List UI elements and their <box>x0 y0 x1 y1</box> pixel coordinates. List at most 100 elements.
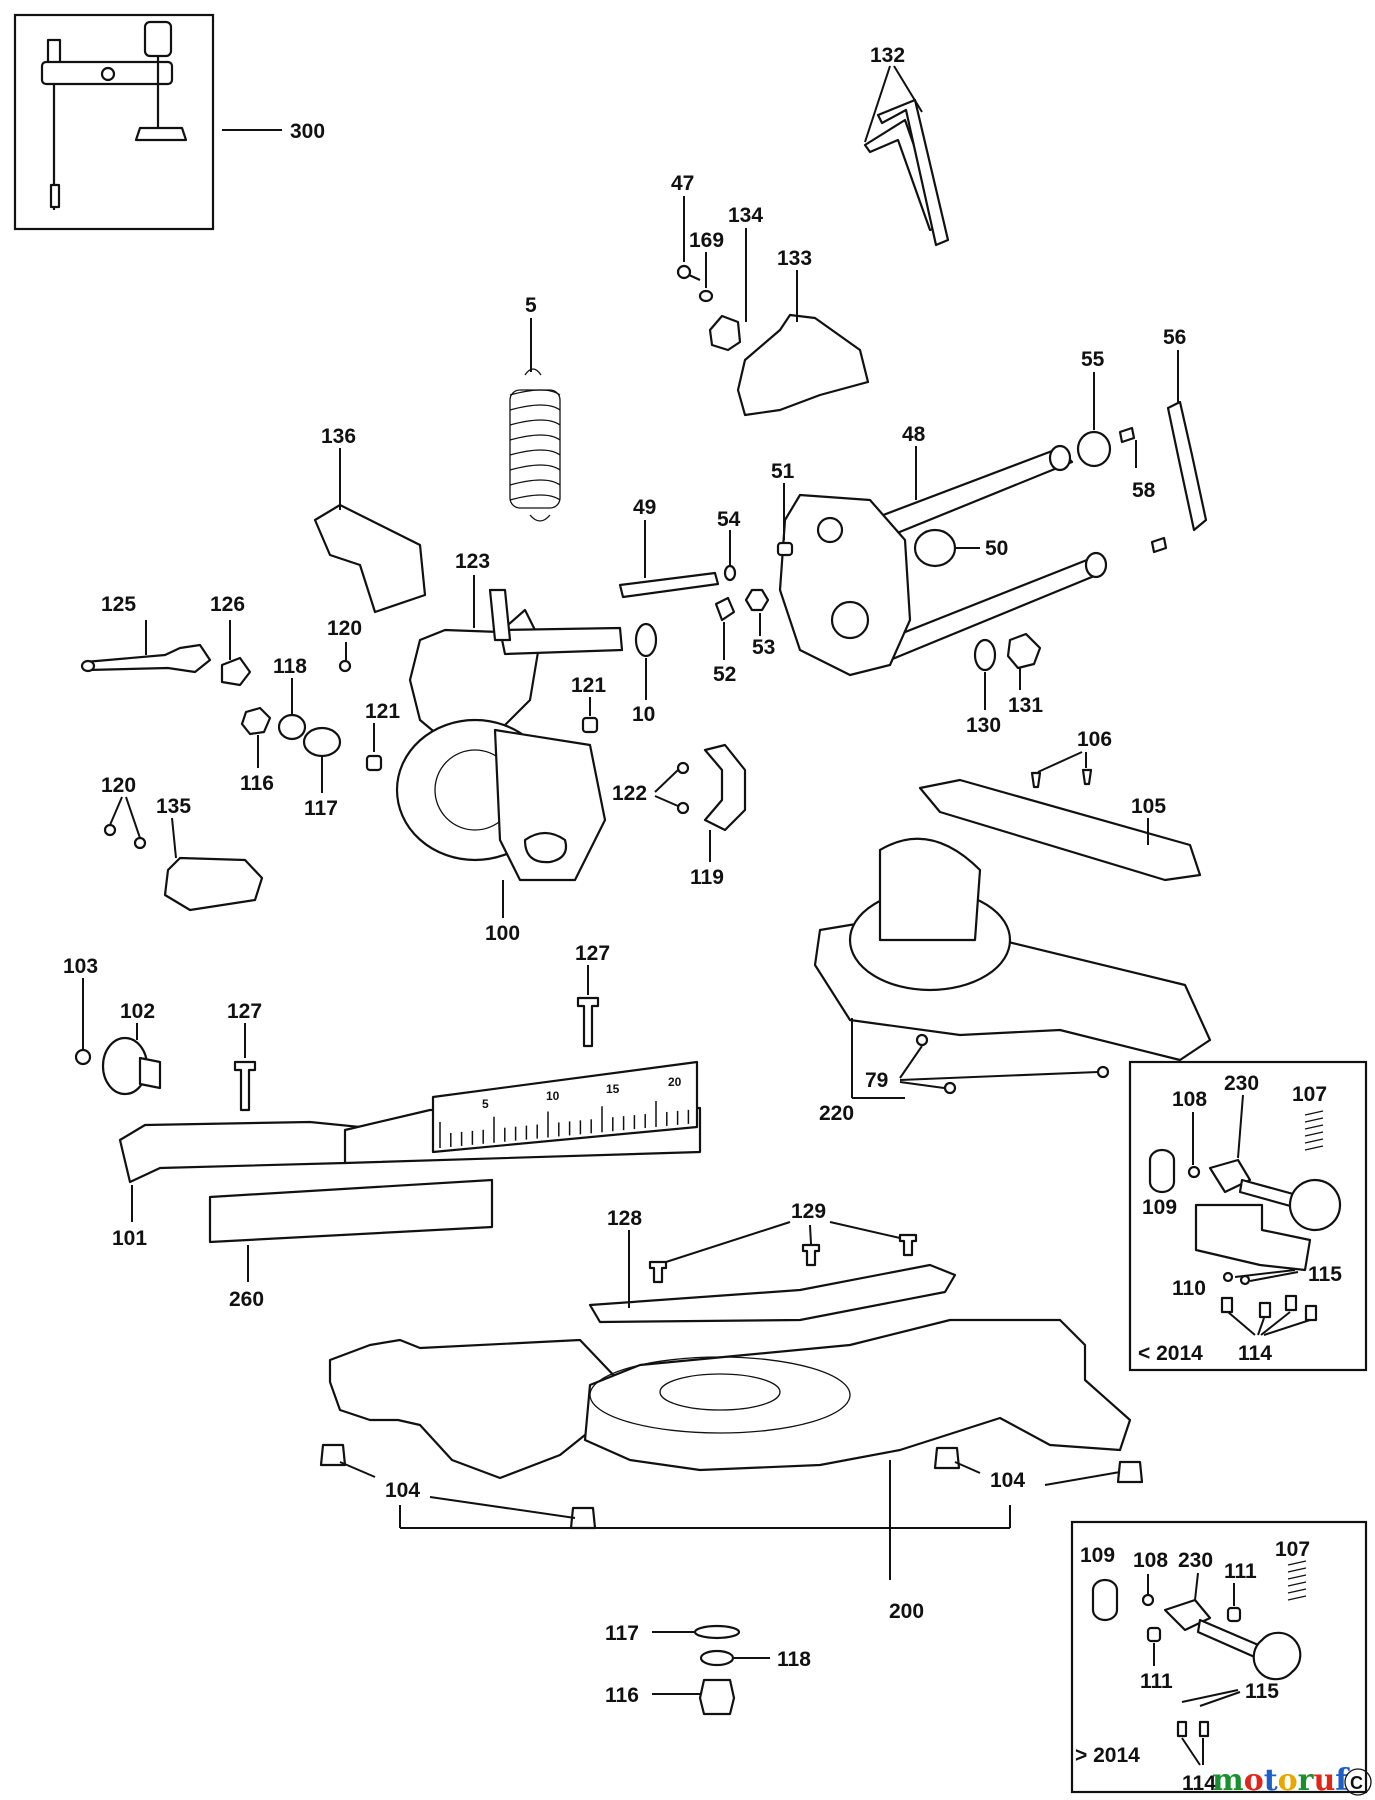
knob-50 <box>913 528 957 568</box>
foot-104d <box>1116 1460 1144 1484</box>
strip-56 <box>1166 400 1208 532</box>
leader-j115b <box>1199 1691 1241 1707</box>
label-125: 125 <box>101 593 136 616</box>
nut-53 <box>744 588 770 612</box>
watermark-letter: t <box>1264 1763 1278 1798</box>
cover-119 <box>703 743 747 832</box>
watermark-letter: f <box>1335 1763 1350 1798</box>
screw-106b <box>1081 768 1093 786</box>
label-102: 102 <box>120 1000 155 1023</box>
label-79: 79 <box>865 1069 888 1092</box>
pin-51 <box>776 541 794 557</box>
rail-assembly-48 <box>778 444 1108 677</box>
screw-106a <box>1030 771 1042 789</box>
label-54: 54 <box>717 508 741 531</box>
label-104b: 104 <box>990 1469 1025 1492</box>
leader-j115a <box>1181 1689 1239 1703</box>
label-50: 50 <box>985 537 1008 560</box>
pin-121b <box>581 716 599 734</box>
leader-104c <box>954 1461 981 1474</box>
label-129: 129 <box>791 1200 826 1223</box>
label-101: 101 <box>112 1227 147 1250</box>
screw-79b <box>1096 1065 1110 1079</box>
fence-101: 5 10 15 20 <box>118 1060 702 1184</box>
leader-129b <box>809 1224 812 1245</box>
copyright-letter: C <box>1350 1773 1363 1793</box>
washer-169 <box>698 289 714 303</box>
ruler-tick-20: 20 <box>668 1075 682 1089</box>
label-117b: 117 <box>605 1622 639 1645</box>
leader-132b <box>893 65 923 113</box>
label-104a: 104 <box>385 1479 420 1502</box>
washer-117b <box>693 1624 741 1640</box>
foot-104b <box>569 1506 597 1530</box>
ruler-tick-10: 10 <box>546 1089 560 1103</box>
screw-127a <box>233 1060 257 1112</box>
leader-i114c <box>1260 1311 1291 1336</box>
pin-52 <box>714 596 736 622</box>
label-i115: 115 <box>1308 1263 1342 1286</box>
nut-116b <box>698 1678 736 1716</box>
spring-5 <box>509 368 561 522</box>
label-52: 52 <box>713 663 736 686</box>
inset-after-2014 <box>1070 1520 1368 1794</box>
screw-79a <box>915 1033 929 1047</box>
screw-122b <box>676 801 690 815</box>
inset-before-2014-label: < 2014 <box>1138 1342 1203 1365</box>
label-j111a: 111 <box>1224 1560 1257 1583</box>
leader-129a <box>665 1221 791 1263</box>
leader-i115b <box>1249 1271 1299 1282</box>
label-116b: 116 <box>605 1684 639 1707</box>
label-123: 123 <box>455 550 490 573</box>
label-200: 200 <box>889 1600 924 1623</box>
foot-104c <box>933 1446 961 1470</box>
leader-122b <box>654 795 679 807</box>
label-j114: 114 <box>1182 1772 1216 1795</box>
screw-120a <box>338 659 352 673</box>
leader-j114a <box>1181 1737 1201 1766</box>
screw-47 <box>676 264 701 282</box>
watermark-text: motoruf <box>1212 1763 1350 1798</box>
label-j111b: 111 <box>1140 1670 1173 1693</box>
miter-plate-128 <box>588 1263 957 1324</box>
watermark-letter: u <box>1313 1763 1335 1798</box>
ring-55 <box>1076 430 1112 468</box>
label-10: 10 <box>632 703 655 726</box>
motor-arm-123 <box>408 588 624 747</box>
label-i114: 114 <box>1238 1342 1272 1365</box>
washer-54 <box>723 564 737 582</box>
leader-132a <box>864 65 891 143</box>
label-56: 56 <box>1163 326 1186 349</box>
bracket-135 <box>163 856 264 912</box>
label-127a: 127 <box>227 1000 262 1023</box>
label-260: 260 <box>229 1288 264 1311</box>
leader-i114d <box>1263 1319 1311 1336</box>
screw-58b <box>1150 536 1168 554</box>
screw-120c <box>133 836 147 850</box>
screw-129b <box>801 1243 821 1267</box>
screw-127b <box>576 996 600 1048</box>
label-134: 134 <box>728 204 763 227</box>
label-i107: 107 <box>1292 1083 1327 1106</box>
pin-121a <box>365 754 383 772</box>
leader-120b1 <box>109 796 123 826</box>
handle-133 <box>736 313 870 417</box>
label-133: 133 <box>777 247 812 270</box>
nut-116a <box>240 706 272 736</box>
copyright-mark <box>1344 1768 1372 1796</box>
dust-chute-136 <box>313 503 427 614</box>
leader-104a <box>339 1461 376 1478</box>
screw-122a <box>676 761 690 775</box>
leader-106a <box>1037 751 1083 773</box>
fence-face-260 <box>208 1178 494 1244</box>
label-i109: 109 <box>1142 1196 1177 1219</box>
label-105: 105 <box>1131 795 1166 818</box>
screw-120b <box>103 823 117 837</box>
leader-i114a <box>1227 1311 1256 1336</box>
leader-i230 <box>1237 1094 1244 1159</box>
label-i110: 110 <box>1172 1277 1206 1300</box>
base-200 <box>328 1318 1132 1480</box>
label-100: 100 <box>485 922 520 945</box>
label-j230: 230 <box>1178 1549 1213 1572</box>
